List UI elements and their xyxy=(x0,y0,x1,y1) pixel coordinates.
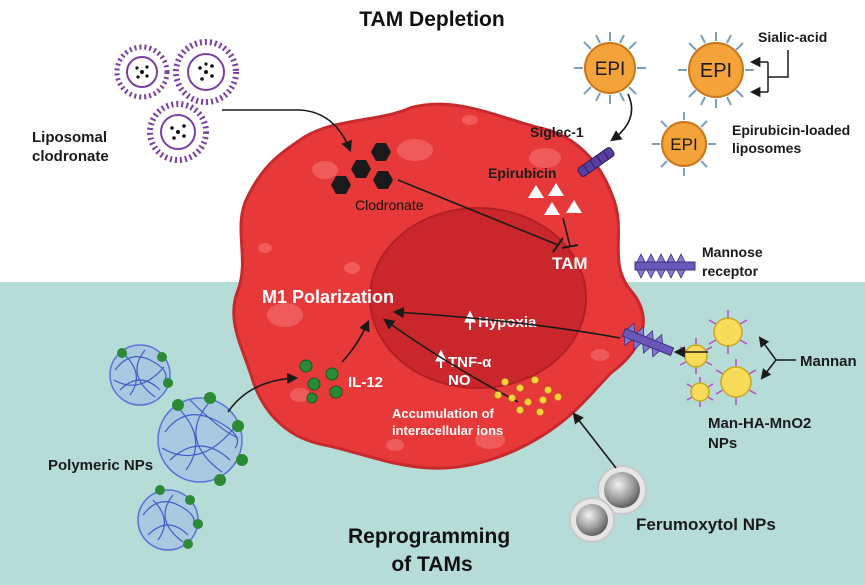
label-no: NO xyxy=(448,372,471,389)
inhibit-clodronate-tam xyxy=(397,179,559,246)
ferumoxytol-nps xyxy=(569,465,647,543)
arrow-polymeric-to-il12 xyxy=(227,372,299,413)
man-np xyxy=(686,377,714,407)
svg-text:EPI: EPI xyxy=(700,60,732,82)
label-accumulation-ions: Accumulation of interacellular ions xyxy=(392,406,503,438)
label-il-12: IL-12 xyxy=(348,374,383,391)
label-man-ha-mno2: Man-HA-MnO2 NPs xyxy=(708,415,816,452)
ferumoxytol-np xyxy=(569,497,615,543)
clodronate-hexagons xyxy=(331,143,393,194)
arrow-il12-to-m1 xyxy=(341,319,370,363)
epi-liposome: EPI xyxy=(574,32,646,104)
label-mannose-receptor: Mannose receptor xyxy=(702,244,767,279)
label-tnf-alpha: TNF-α xyxy=(448,354,492,371)
man-ha-mno2-nps xyxy=(679,310,757,407)
arrow-ferumoxytol-to-ions xyxy=(572,412,617,469)
man-np xyxy=(708,310,748,354)
intracellular-ions xyxy=(494,376,562,416)
label-m1-polarization: M1 Polarization xyxy=(262,287,394,307)
title-top: TAM Depletion xyxy=(359,8,504,31)
label-mannan: Mannan xyxy=(800,353,857,370)
epi-liposome: EPI xyxy=(678,32,754,108)
polymer-np xyxy=(157,392,248,486)
label-siglec-1: Siglec-1 xyxy=(530,124,584,140)
epi-liposome: EPI xyxy=(652,112,716,176)
liposome xyxy=(114,44,170,100)
nucleus xyxy=(369,207,587,389)
liposome-group xyxy=(114,39,239,163)
label-epirubicin-liposomes: Epirubicin-loaded liposomes xyxy=(732,122,854,156)
title-bottom: Reprogramming of TAMs xyxy=(348,525,516,576)
arrow-hypoxia-to-m1 xyxy=(392,306,621,339)
label-sialic-acid: Sialic-acid xyxy=(758,29,827,45)
label-clodronate: Clodronate xyxy=(355,197,424,213)
il-12-dots xyxy=(299,359,343,404)
liposome xyxy=(147,101,209,163)
svg-text:EPI: EPI xyxy=(595,59,626,80)
arrow-clodronate-uptake xyxy=(222,109,352,153)
label-liposomal-clodronate: Liposomal clodronate xyxy=(32,129,111,165)
siglec-1-receptor xyxy=(577,147,615,177)
ferumoxytol-np xyxy=(597,465,647,515)
man-np xyxy=(715,359,757,405)
label-tam: TAM xyxy=(552,254,588,273)
sialic-acid-bracket xyxy=(768,50,789,78)
arrow-epi-to-siglec xyxy=(610,93,633,142)
inhibit-epirubicin-tam xyxy=(562,217,571,247)
svg-text:EPI: EPI xyxy=(670,135,697,154)
man-np xyxy=(679,338,713,374)
polymeric-nps xyxy=(109,344,248,551)
label-polymeric-nps: Polymeric NPs xyxy=(48,457,153,474)
epirubicin-triangles xyxy=(528,183,582,215)
epi-liposomes: EPI EPI EPI xyxy=(574,32,754,176)
label-ferumoxytol-nps: Ferumoxytol NPs xyxy=(636,515,776,534)
mannose-receptor-lower xyxy=(621,322,675,358)
polymer-np xyxy=(137,485,203,551)
mannose-receptor-upper xyxy=(634,253,696,279)
polymer-np xyxy=(109,344,173,406)
liposome xyxy=(173,39,239,105)
label-epirubicin: Epirubicin xyxy=(488,165,556,181)
